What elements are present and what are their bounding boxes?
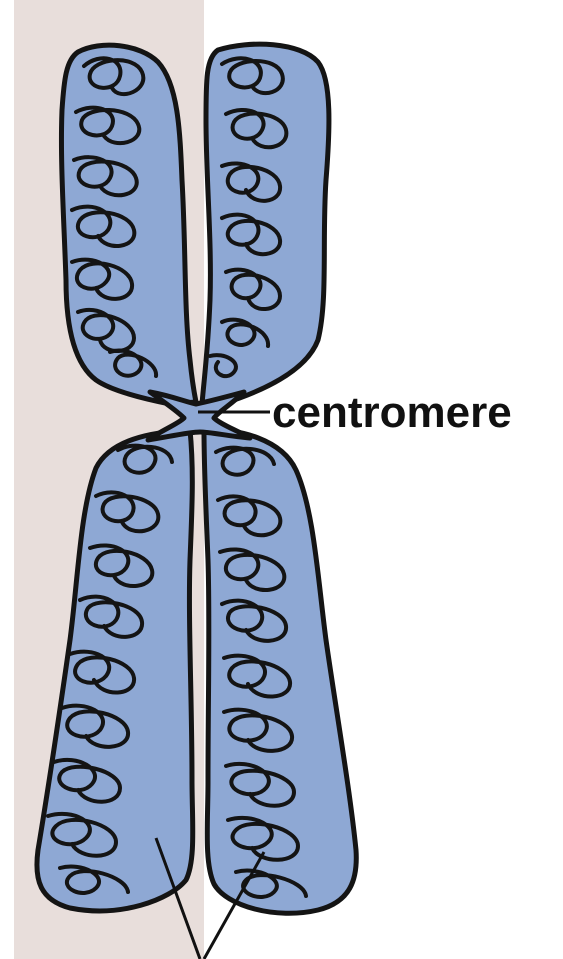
centromere-label: centromere — [272, 388, 512, 437]
